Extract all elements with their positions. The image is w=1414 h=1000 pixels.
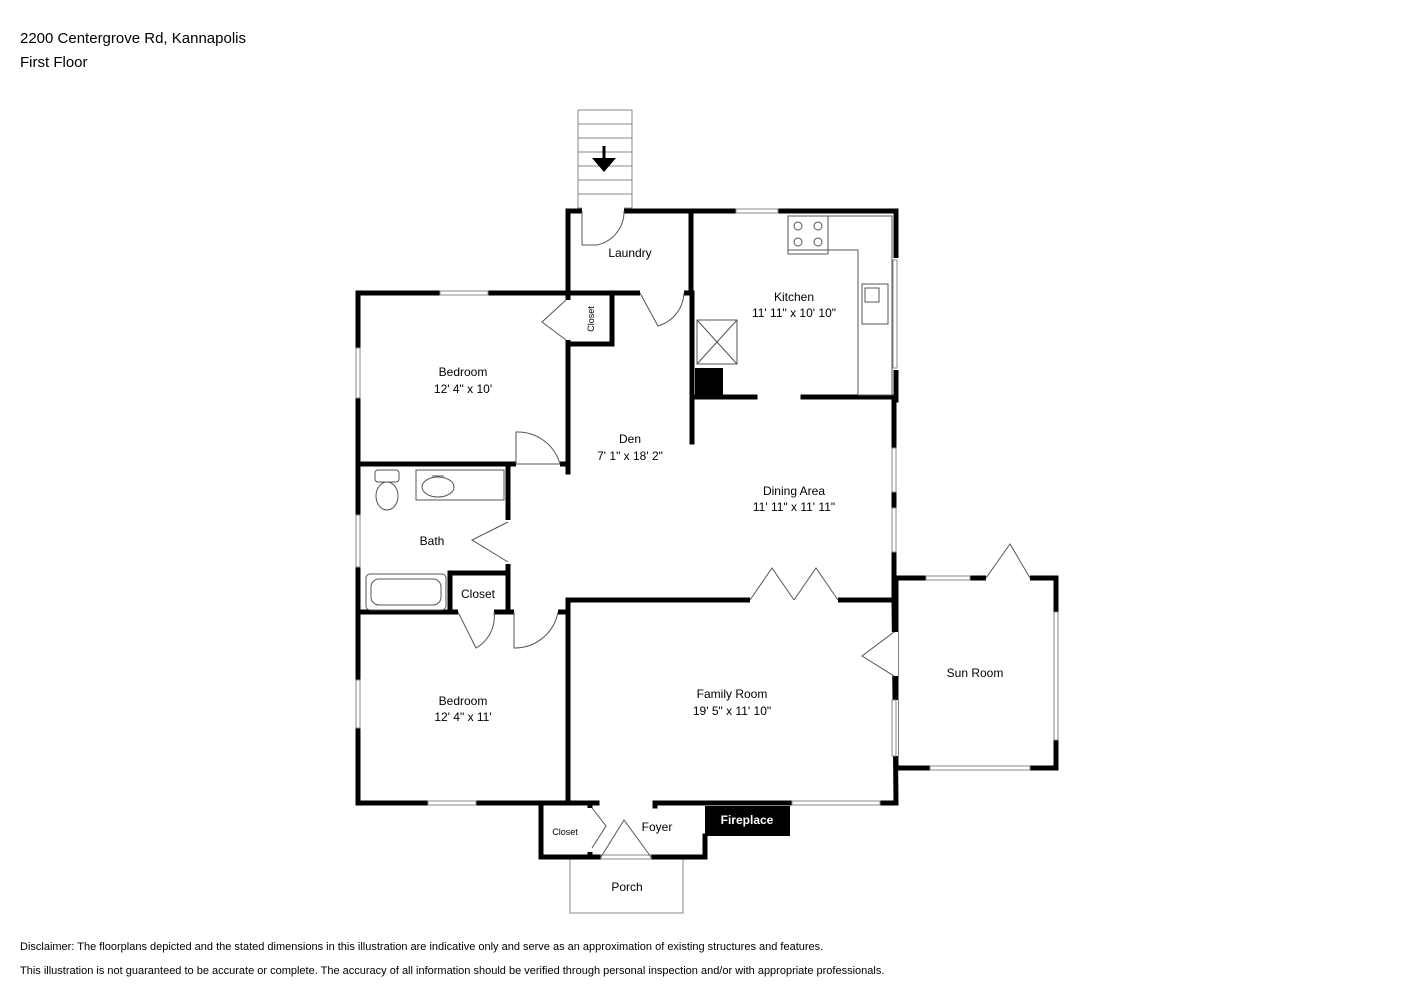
dining-dims: 11' 11" x 11' 11": [753, 500, 835, 514]
den-label: Den: [619, 432, 641, 446]
den-dims: 7' 1" x 18' 2": [597, 449, 663, 463]
stairs: [577, 109, 633, 209]
stove-icon: [787, 215, 829, 255]
family-dims: 19' 5" x 11' 10": [693, 704, 771, 718]
kitchen-label: Kitchen: [774, 290, 814, 304]
foyer-label: Foyer: [642, 820, 673, 834]
laundry-label: Laundry: [608, 246, 651, 260]
family-label: Family Room: [697, 687, 768, 701]
closet-bath-label: Closet: [461, 587, 496, 601]
fixtures: [365, 215, 893, 611]
door-swings: [457, 210, 1031, 858]
bedroom-top-label: Bedroom: [439, 365, 488, 379]
bedroom-bottom-dims: 12' 4" x 11': [434, 710, 491, 724]
wall-openings: [354, 207, 1060, 861]
refrigerator-icon: [696, 319, 738, 365]
porch-label: Porch: [611, 880, 642, 894]
address-title: 2200 Centergrove Rd, Kannapolis: [20, 30, 246, 47]
chimney-block: [695, 368, 723, 396]
bath-label: Bath: [420, 534, 445, 548]
bathtub-icon: [365, 573, 447, 611]
bathroom-sink-icon: [415, 469, 505, 501]
kitchen-sink-icon: [861, 283, 889, 325]
floor-title: First Floor: [20, 54, 88, 71]
windows: [355, 208, 1059, 860]
bedroom-top-dims: 12' 4" x 10': [434, 382, 492, 396]
bedroom-bottom-label: Bedroom: [439, 694, 488, 708]
disclaimer-line-1: Disclaimer: The floorplans depicted and …: [20, 941, 824, 953]
disclaimer-line-2: This illustration is not guaranteed to b…: [20, 965, 885, 977]
dining-label: Dining Area: [763, 484, 825, 498]
toilet-icon: [374, 469, 400, 511]
fireplace-label: Fireplace: [721, 813, 774, 827]
room-labels: Laundry Kitchen 11' 11" x 10' 10" Bedroo…: [420, 246, 1004, 894]
fireplace-block: [705, 806, 790, 836]
walls: [355, 208, 1059, 860]
closet-foyer-label: Closet: [552, 827, 578, 837]
closet-top-label: Closet: [586, 306, 596, 332]
stairs-down-arrow-icon: [592, 146, 616, 172]
sun-room-label: Sun Room: [947, 666, 1004, 680]
kitchen-dims: 11' 11" x 10' 10": [752, 306, 836, 320]
